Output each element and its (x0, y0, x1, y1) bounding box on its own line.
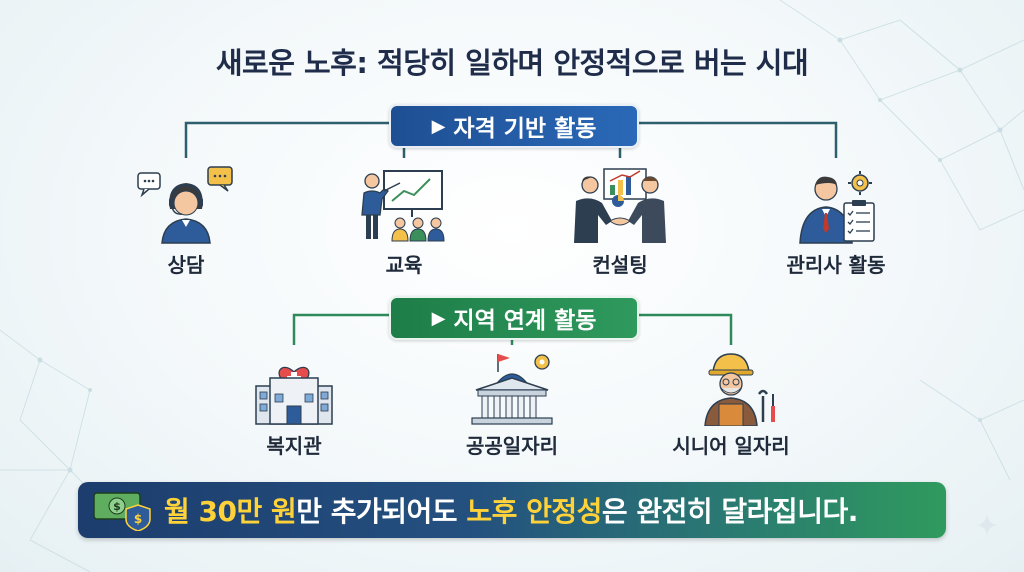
section-label: 지역 연계 활동 (453, 308, 597, 334)
node-education: 교육 (329, 165, 479, 278)
svg-text:$: $ (113, 500, 121, 513)
section-label: 자격 기반 활동 (453, 116, 597, 142)
section-header-community: ▶ 지역 연계 활동 (389, 296, 639, 340)
sparkle-icon (976, 514, 998, 536)
play-arrow-icon: ▶ (431, 115, 446, 137)
banner-highlight-amount: 월 30만 원 (164, 495, 297, 528)
banner-highlight-stability: 노후 안정성 (466, 495, 602, 528)
handshake-consulting-icon (574, 168, 666, 243)
welfare-center-icon (255, 366, 333, 425)
headset-counselor-icon (137, 166, 233, 244)
node-senior-jobs: 시니어 일자리 (656, 350, 806, 459)
teacher-presentation-icon (361, 170, 445, 242)
node-welfare-center: 복지관 (219, 350, 369, 459)
money-shield-icon: $ $ (93, 492, 151, 531)
node-label: 교육 (385, 253, 423, 277)
svg-text:$: $ (134, 512, 142, 526)
node-consulting: 컨설팅 (545, 165, 695, 278)
play-arrow-icon: ▶ (431, 307, 446, 329)
node-manager-activity: 관리사 활동 (761, 165, 911, 278)
banner-text: 월 30만 원만 추가되어도 노후 안정성은 완전히 달라집니다. (164, 490, 858, 530)
banner-text-segment: 만 추가되어도 (296, 495, 467, 528)
node-label: 관리사 활동 (786, 253, 886, 277)
node-label: 컨설팅 (592, 253, 648, 277)
node-public-jobs: 공공일자리 (437, 350, 587, 459)
summary-banner: $ $ 월 30만 원만 추가되어도 노후 안정성은 완전히 달라집니다. (78, 482, 946, 538)
node-label: 상담 (167, 253, 205, 277)
manager-clipboard-icon (799, 171, 875, 244)
banner-text-segment: 은 완전히 달라집니다. (601, 495, 858, 528)
section-header-qualification: ▶ 자격 기반 활동 (389, 104, 639, 148)
public-building-icon (471, 354, 553, 425)
node-label: 시니어 일자리 (672, 434, 790, 458)
senior-worker-icon (704, 353, 775, 426)
node-label: 복지관 (266, 434, 322, 458)
node-label: 공공일자리 (466, 434, 558, 458)
node-counseling: 상담 (111, 165, 261, 278)
page-title: 새로운 노후: 적당히 일하며 안정적으로 버는 시대 (215, 46, 809, 80)
